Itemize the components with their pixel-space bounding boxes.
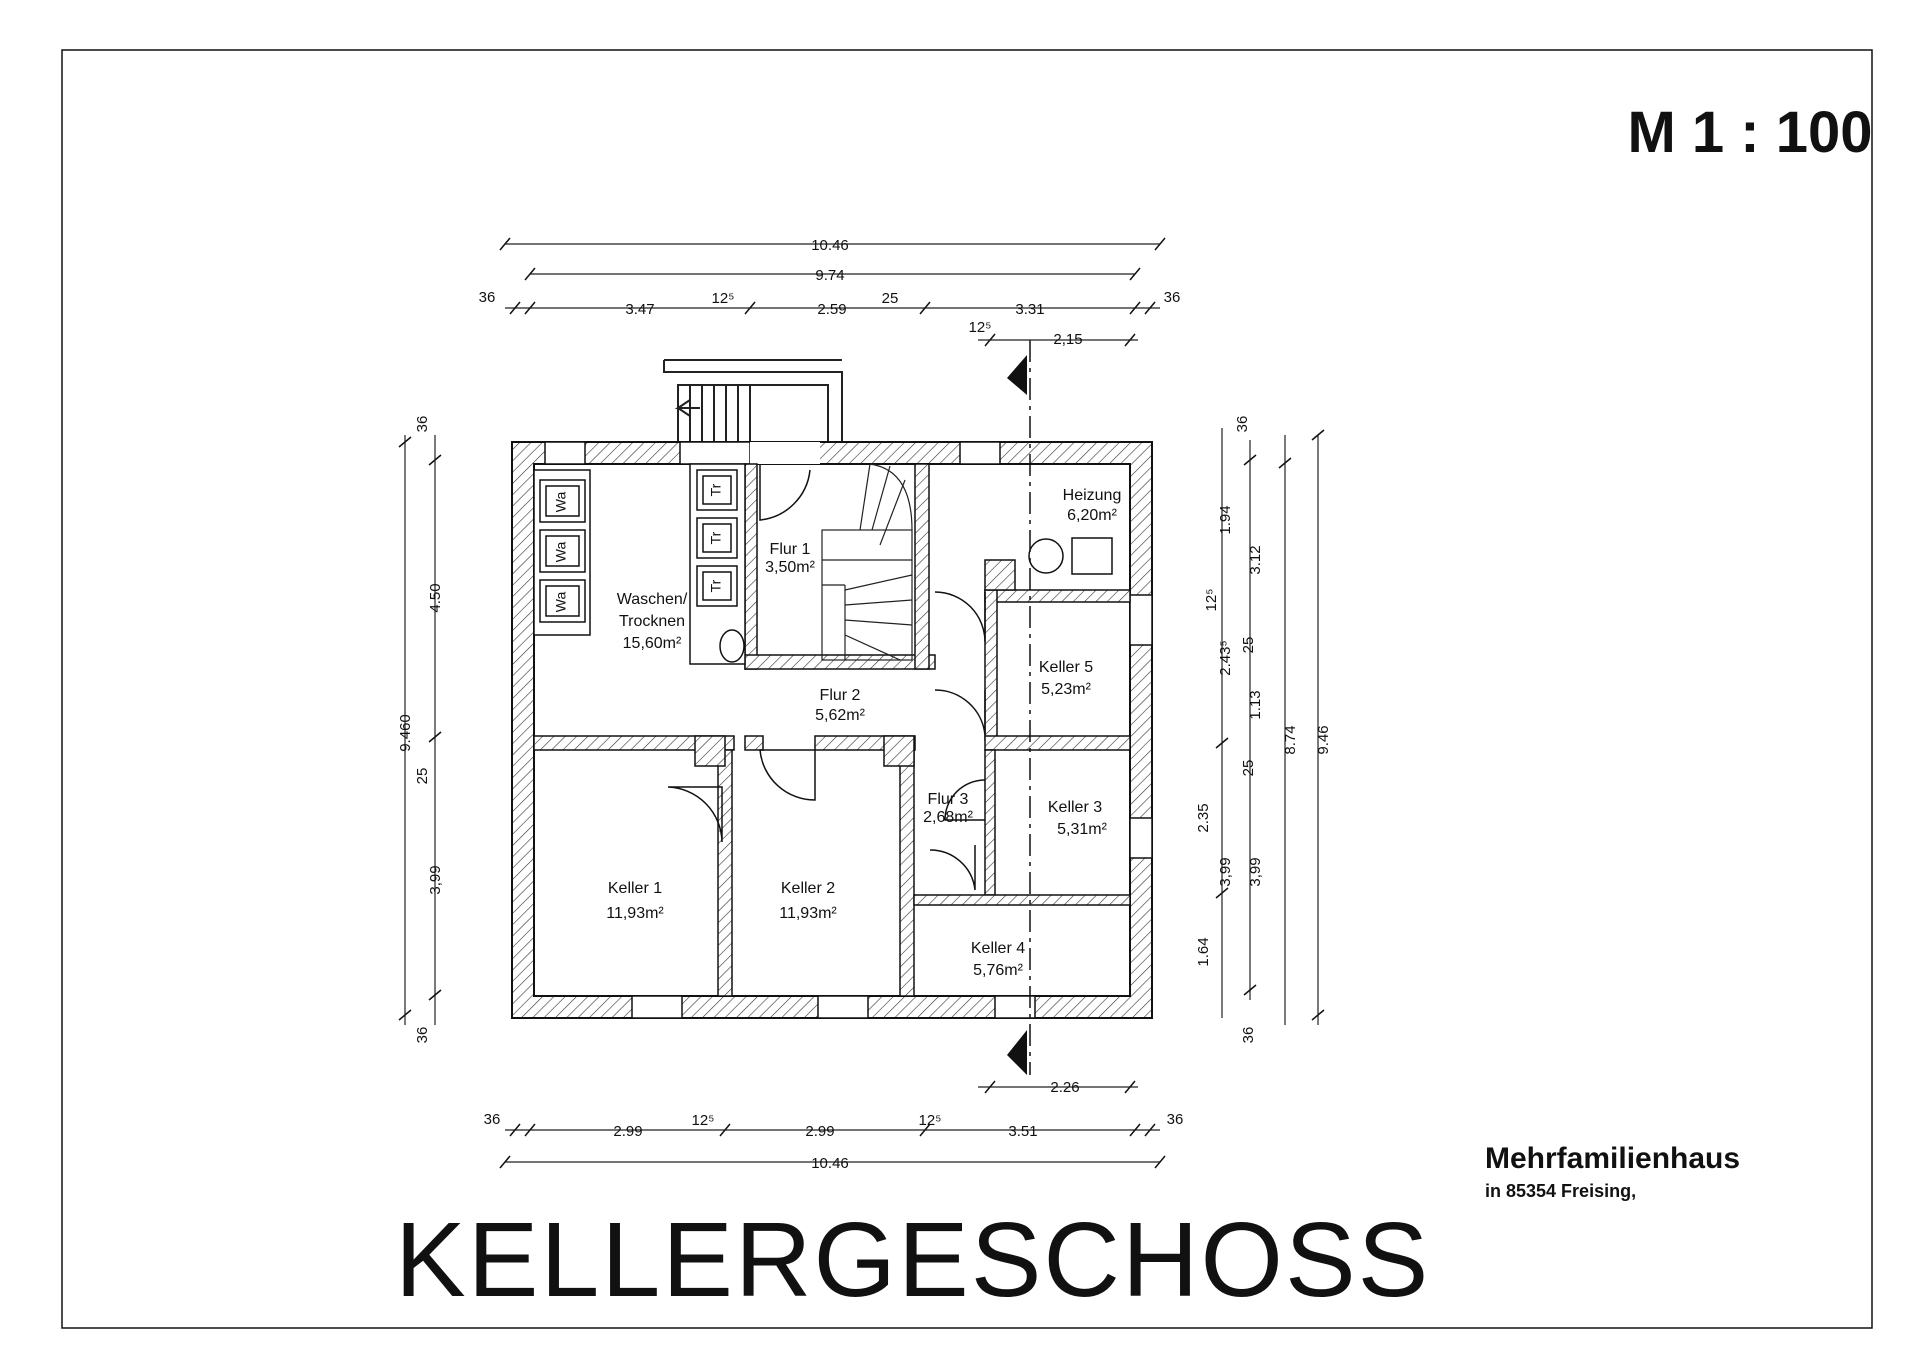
project-name: Mehrfamilienhaus bbox=[1485, 1142, 1740, 1175]
room-area: 5,23m² bbox=[1041, 681, 1091, 698]
svg-text:Tr: Tr bbox=[708, 531, 724, 544]
svg-text:12⁵: 12⁵ bbox=[712, 290, 735, 307]
svg-text:12⁵: 12⁵ bbox=[969, 319, 992, 336]
dimension-ticks bbox=[398, 237, 1325, 1169]
svg-text:25: 25 bbox=[1240, 637, 1257, 654]
right-dimension-labels: 36 1.94 3.12 12⁵ 2.43⁵ 25 1.13 8.74 9.46… bbox=[1195, 416, 1332, 1044]
room-name: Flur 1 bbox=[770, 541, 811, 558]
svg-text:1.94: 1.94 bbox=[1217, 505, 1234, 534]
svg-text:8.74: 8.74 bbox=[1282, 725, 1299, 754]
room-name: Heizung bbox=[1063, 487, 1122, 504]
door-swings bbox=[667, 464, 986, 891]
svg-text:25: 25 bbox=[882, 290, 899, 307]
svg-text:36: 36 bbox=[1167, 1111, 1184, 1128]
bottom-dimension-labels: 2.26 36 2.99 12⁵ 2.99 12⁵ 3.51 36 10.46 bbox=[484, 1079, 1184, 1172]
svg-text:12⁵: 12⁵ bbox=[692, 1112, 715, 1129]
svg-text:Tr: Tr bbox=[708, 579, 724, 592]
dryer-group bbox=[689, 463, 746, 665]
svg-text:1.13: 1.13 bbox=[1247, 690, 1264, 719]
room-labels: Waschen/ Trocknen 15,60m² Flur 1 3,50m² … bbox=[606, 487, 1121, 979]
svg-text:36: 36 bbox=[484, 1111, 501, 1128]
svg-text:Wa: Wa bbox=[553, 592, 569, 613]
room-name: Keller 3 bbox=[1048, 799, 1102, 816]
washer-group bbox=[533, 469, 591, 636]
heating-equipment bbox=[1028, 537, 1113, 575]
svg-text:12⁵: 12⁵ bbox=[919, 1112, 942, 1129]
dimension-lines bbox=[404, 243, 1319, 1163]
svg-text:25: 25 bbox=[1240, 760, 1257, 777]
room-area: 5,31m² bbox=[1057, 821, 1107, 838]
svg-text:3.47: 3.47 bbox=[625, 301, 654, 318]
sink-icon bbox=[719, 629, 745, 663]
svg-text:2.43⁵: 2.43⁵ bbox=[1217, 640, 1234, 675]
svg-text:2.99: 2.99 bbox=[805, 1123, 834, 1140]
room-area: 5,76m² bbox=[973, 962, 1023, 979]
room-name: Keller 4 bbox=[971, 940, 1025, 957]
interior-walls bbox=[533, 463, 1131, 997]
svg-text:2,15: 2,15 bbox=[1053, 331, 1082, 348]
svg-text:10.46: 10.46 bbox=[811, 237, 849, 254]
left-dimension-labels: 36 4.50 9.460 25 3,99 36 bbox=[397, 416, 444, 1044]
room-area: 5,62m² bbox=[815, 707, 865, 724]
windows bbox=[544, 441, 1153, 1019]
svg-text:Wa: Wa bbox=[553, 492, 569, 513]
svg-text:36: 36 bbox=[414, 1027, 431, 1044]
room-name: Flur 3 bbox=[928, 791, 969, 808]
svg-text:9.74: 9.74 bbox=[815, 267, 844, 284]
svg-text:Wa: Wa bbox=[553, 542, 569, 563]
svg-text:2.26: 2.26 bbox=[1050, 1079, 1079, 1096]
svg-text:1.64: 1.64 bbox=[1195, 937, 1212, 966]
scale-label: M 1 : 100 bbox=[1628, 100, 1873, 165]
svg-text:10.46: 10.46 bbox=[811, 1155, 849, 1172]
room-name: Keller 1 bbox=[608, 880, 662, 897]
section-line bbox=[1007, 340, 1031, 1075]
room-name: Keller 5 bbox=[1039, 659, 1093, 676]
room-area: 6,20m² bbox=[1067, 507, 1117, 524]
room-area: 15,60m² bbox=[623, 635, 682, 652]
room-area: 11,93m² bbox=[606, 905, 664, 922]
svg-text:3.12: 3.12 bbox=[1247, 545, 1264, 574]
svg-text:2.59: 2.59 bbox=[817, 301, 846, 318]
room-area: 11,93m² bbox=[779, 905, 837, 922]
sheet-frame bbox=[61, 49, 1873, 1329]
svg-text:3,99: 3,99 bbox=[1217, 857, 1234, 886]
svg-text:25: 25 bbox=[414, 768, 431, 785]
svg-text:9.46: 9.46 bbox=[1315, 725, 1332, 754]
svg-text:36: 36 bbox=[1234, 416, 1251, 433]
svg-text:36: 36 bbox=[414, 416, 431, 433]
svg-text:9.460: 9.460 bbox=[397, 714, 414, 752]
exterior-stair bbox=[663, 359, 843, 443]
svg-text:12⁵: 12⁵ bbox=[1203, 589, 1220, 612]
svg-text:3.51: 3.51 bbox=[1008, 1123, 1037, 1140]
room-name: Flur 2 bbox=[820, 687, 861, 704]
dryer-labels: Tr Tr Tr bbox=[708, 483, 724, 592]
washer-labels: Wa Wa Wa bbox=[553, 492, 569, 613]
svg-text:36: 36 bbox=[1164, 289, 1181, 306]
svg-text:2.99: 2.99 bbox=[613, 1123, 642, 1140]
room-name: Trocknen bbox=[619, 613, 685, 630]
svg-text:36: 36 bbox=[1240, 1027, 1257, 1044]
svg-text:3.31: 3.31 bbox=[1015, 301, 1044, 318]
top-dimension-labels: 10.46 9.74 36 3.47 12⁵ 2.59 25 3.31 36 1… bbox=[479, 237, 1181, 348]
svg-text:3,99: 3,99 bbox=[1247, 857, 1264, 886]
room-area: 3,50m² bbox=[765, 559, 815, 576]
svg-text:4.50: 4.50 bbox=[427, 583, 444, 612]
svg-text:3,99: 3,99 bbox=[427, 865, 444, 894]
exterior-walls bbox=[511, 441, 1153, 1019]
project-address: in 85354 Freising, bbox=[1485, 1181, 1636, 1201]
room-area: 2,68m² bbox=[923, 809, 973, 826]
drawing-title: KELLERGESCHOSS bbox=[395, 1201, 1430, 1319]
room-name: Waschen/ bbox=[617, 591, 688, 608]
svg-text:2.35: 2.35 bbox=[1195, 803, 1212, 832]
svg-text:36: 36 bbox=[479, 289, 496, 306]
interior-stair bbox=[821, 463, 913, 661]
room-name: Keller 2 bbox=[781, 880, 835, 897]
svg-text:Tr: Tr bbox=[708, 483, 724, 496]
